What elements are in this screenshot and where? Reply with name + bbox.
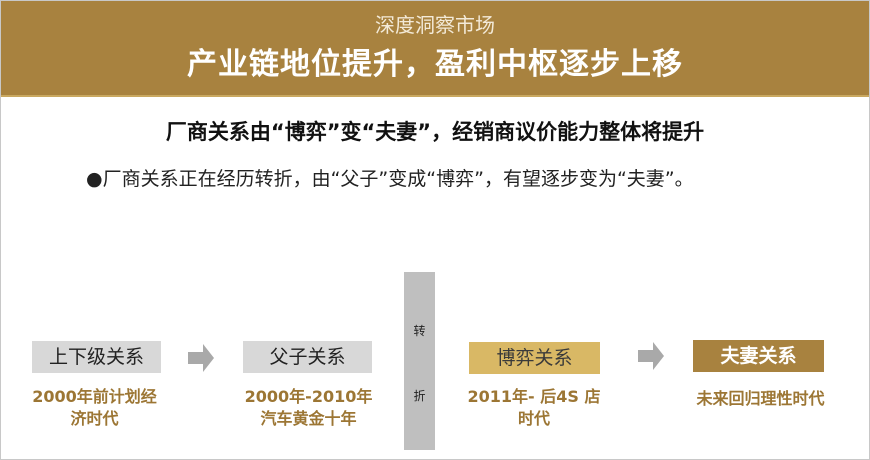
arrow-right-icon [638, 342, 664, 370]
stage-caption-2: 2000年-2010年汽车黄金十年 [244, 387, 373, 428]
stage-caption-3: 2011年- 后4S 店时代 [467, 387, 601, 428]
stage-box-4: 夫妻关系 [693, 340, 824, 372]
headline: 厂商关系由“博弈”变“夫妻”，经销商议价能力整体将提升 [165, 120, 705, 144]
stage-caption-1: 2000年前计划经济时代 [32, 387, 157, 428]
stage-caption-4: 未来回归理性时代 [696, 389, 825, 408]
bullet-text: ●厂商关系正在经历转折，由“父子”变成“博弈”，有望逐步变为“夫妻”。 [86, 168, 694, 190]
stage-box-3: 博弈关系 [469, 342, 600, 374]
stage-box-2: 父子关系 [243, 341, 372, 373]
header-subtitle: 深度洞察市场 [375, 13, 495, 37]
header-title: 产业链地位提升，盈利中枢逐步上移 [187, 47, 683, 82]
turning-point-bar: 转 折 [404, 272, 435, 450]
turn-char-1: 转 [413, 324, 426, 338]
stage-box-1: 上下级关系 [32, 341, 161, 373]
header-banner: 深度洞察市场 产业链地位提升，盈利中枢逐步上移 [1, 1, 869, 97]
arrow-right-icon [188, 344, 214, 372]
turn-char-2: 折 [413, 389, 426, 403]
